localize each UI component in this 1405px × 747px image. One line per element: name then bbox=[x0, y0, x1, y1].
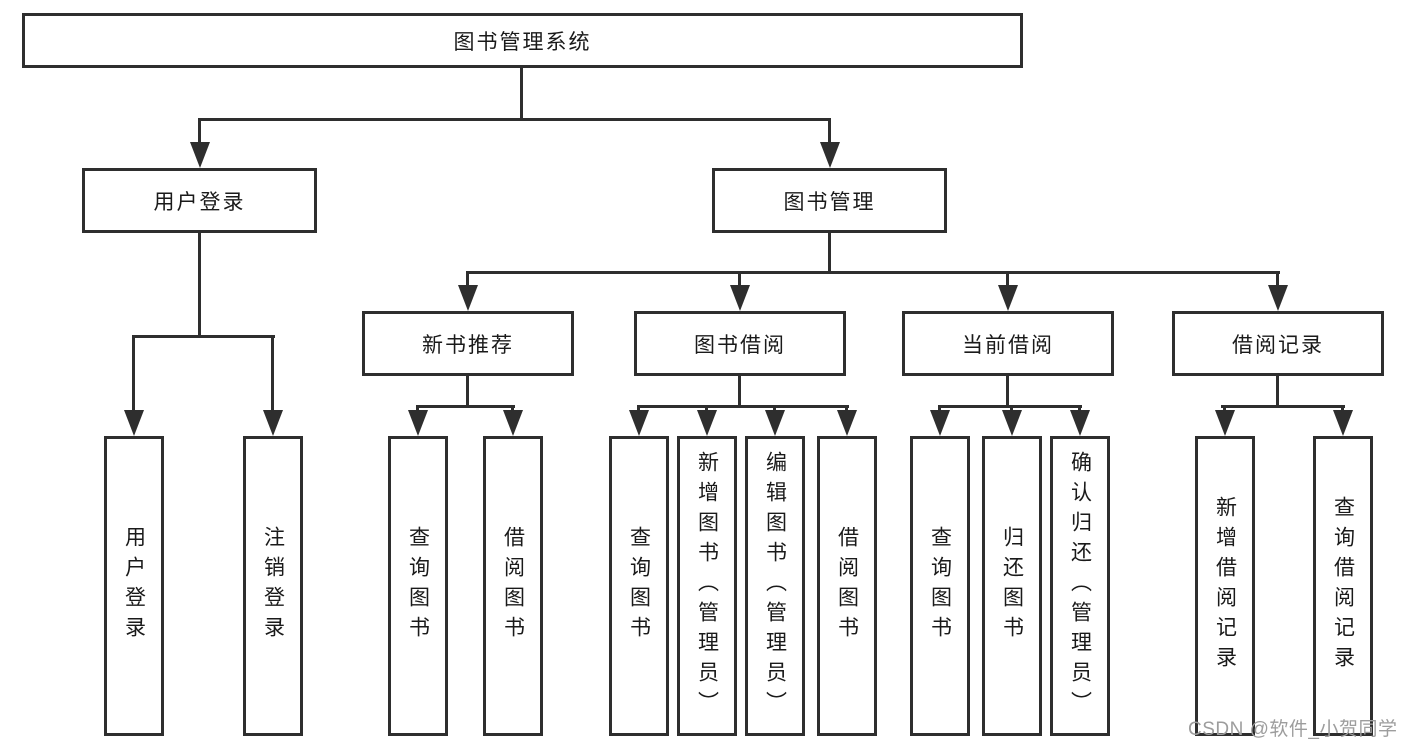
arrow-to-borrow-query bbox=[629, 410, 649, 436]
connector-stem-borrow-borrow bbox=[845, 405, 848, 413]
arrow-to-book-management bbox=[820, 142, 840, 168]
node-current-borrow: 当前借阅 bbox=[902, 311, 1114, 376]
leaf-current-query-book: 查询图书 bbox=[910, 436, 970, 736]
arrow-to-current-query bbox=[930, 410, 950, 436]
connector-user-login-bus bbox=[132, 335, 275, 338]
connector-book-management-stub bbox=[828, 233, 831, 273]
node-new-book-recommend: 新书推荐 bbox=[362, 311, 574, 376]
leaf-borrow-add-book: 新增图书（管理员） bbox=[677, 436, 737, 736]
node-borrow-record: 借阅记录 bbox=[1172, 311, 1384, 376]
connector-stem-current-borrow bbox=[1006, 271, 1009, 287]
connector-stem-current-query bbox=[938, 405, 941, 413]
connector-stem-borrow-add bbox=[705, 405, 708, 413]
connector-level3-bus bbox=[466, 271, 1280, 274]
leaf-record-add: 新增借阅记录 bbox=[1195, 436, 1255, 736]
connector-stem-record-query bbox=[1341, 405, 1344, 413]
connector-stem-borrow-edit bbox=[773, 405, 776, 413]
connector-stem-new-book-recommend bbox=[466, 271, 469, 287]
connector-recommend-bus bbox=[416, 405, 515, 408]
connector-user-login-stub bbox=[198, 233, 201, 337]
connector-root-stem bbox=[520, 68, 523, 120]
arrow-to-leaf-user-login bbox=[124, 410, 144, 436]
arrow-to-recommend-query bbox=[408, 410, 428, 436]
arrow-to-current-borrow bbox=[998, 285, 1018, 311]
csdn-watermark: CSDN @软件_小贺同学 bbox=[1188, 719, 1398, 740]
leaf-borrow-edit-book: 编辑图书（管理员） bbox=[745, 436, 805, 736]
connector-stem-leaf-user-login bbox=[132, 335, 135, 413]
arrow-to-current-confirm bbox=[1070, 410, 1090, 436]
node-book-borrow: 图书借阅 bbox=[634, 311, 846, 376]
leaf-borrow-borrow-book: 借阅图书 bbox=[817, 436, 877, 736]
connector-stem-borrow-query bbox=[637, 405, 640, 413]
leaf-current-return-book: 归还图书 bbox=[982, 436, 1042, 736]
connector-stem-current-confirm bbox=[1078, 405, 1081, 413]
connector-borrow-record-stub bbox=[1276, 374, 1279, 407]
arrow-to-new-book-recommend bbox=[458, 285, 478, 311]
node-user-login: 用户登录 bbox=[82, 168, 317, 233]
connector-stem-recommend-query bbox=[416, 405, 419, 413]
arrow-to-book-borrow bbox=[730, 285, 750, 311]
connector-stem-recommend-borrow bbox=[511, 405, 514, 413]
leaf-recommend-borrow-book: 借阅图书 bbox=[483, 436, 543, 736]
arrow-to-borrow-edit bbox=[765, 410, 785, 436]
leaf-current-confirm-return: 确认归还（管理员） bbox=[1050, 436, 1110, 736]
connector-new-book-recommend-stub bbox=[466, 374, 469, 407]
connector-level2-bus bbox=[198, 118, 831, 121]
leaf-user-login: 用户登录 bbox=[104, 436, 164, 736]
connector-stem-record-add bbox=[1223, 405, 1226, 413]
leaf-recommend-query-book: 查询图书 bbox=[388, 436, 448, 736]
leaf-logout: 注销登录 bbox=[243, 436, 303, 736]
connector-stem-borrow-record bbox=[1276, 271, 1279, 287]
arrow-to-borrow-add bbox=[697, 410, 717, 436]
arrow-to-current-return bbox=[1002, 410, 1022, 436]
connector-stem-leaf-logout bbox=[271, 335, 274, 413]
arrow-to-recommend-borrow bbox=[503, 410, 523, 436]
node-root: 图书管理系统 bbox=[22, 13, 1023, 68]
arrow-to-leaf-logout bbox=[263, 410, 283, 436]
connector-stem-current-return bbox=[1010, 405, 1013, 413]
connector-borrow-bus bbox=[637, 405, 849, 408]
arrow-to-record-query bbox=[1333, 410, 1353, 436]
arrow-to-record-add bbox=[1215, 410, 1235, 436]
connector-stem-user-login bbox=[198, 118, 201, 146]
leaf-borrow-query-book: 查询图书 bbox=[609, 436, 669, 736]
arrow-to-borrow-borrow bbox=[837, 410, 857, 436]
connector-current-borrow-stub bbox=[1006, 374, 1009, 407]
connector-stem-book-management bbox=[828, 118, 831, 146]
arrow-to-borrow-record bbox=[1268, 285, 1288, 311]
node-book-management: 图书管理 bbox=[712, 168, 947, 233]
connector-stem-book-borrow bbox=[738, 271, 741, 287]
leaf-record-query: 查询借阅记录 bbox=[1313, 436, 1373, 736]
arrow-to-user-login bbox=[190, 142, 210, 168]
connector-record-bus bbox=[1221, 405, 1345, 408]
connector-book-borrow-stub bbox=[738, 374, 741, 407]
